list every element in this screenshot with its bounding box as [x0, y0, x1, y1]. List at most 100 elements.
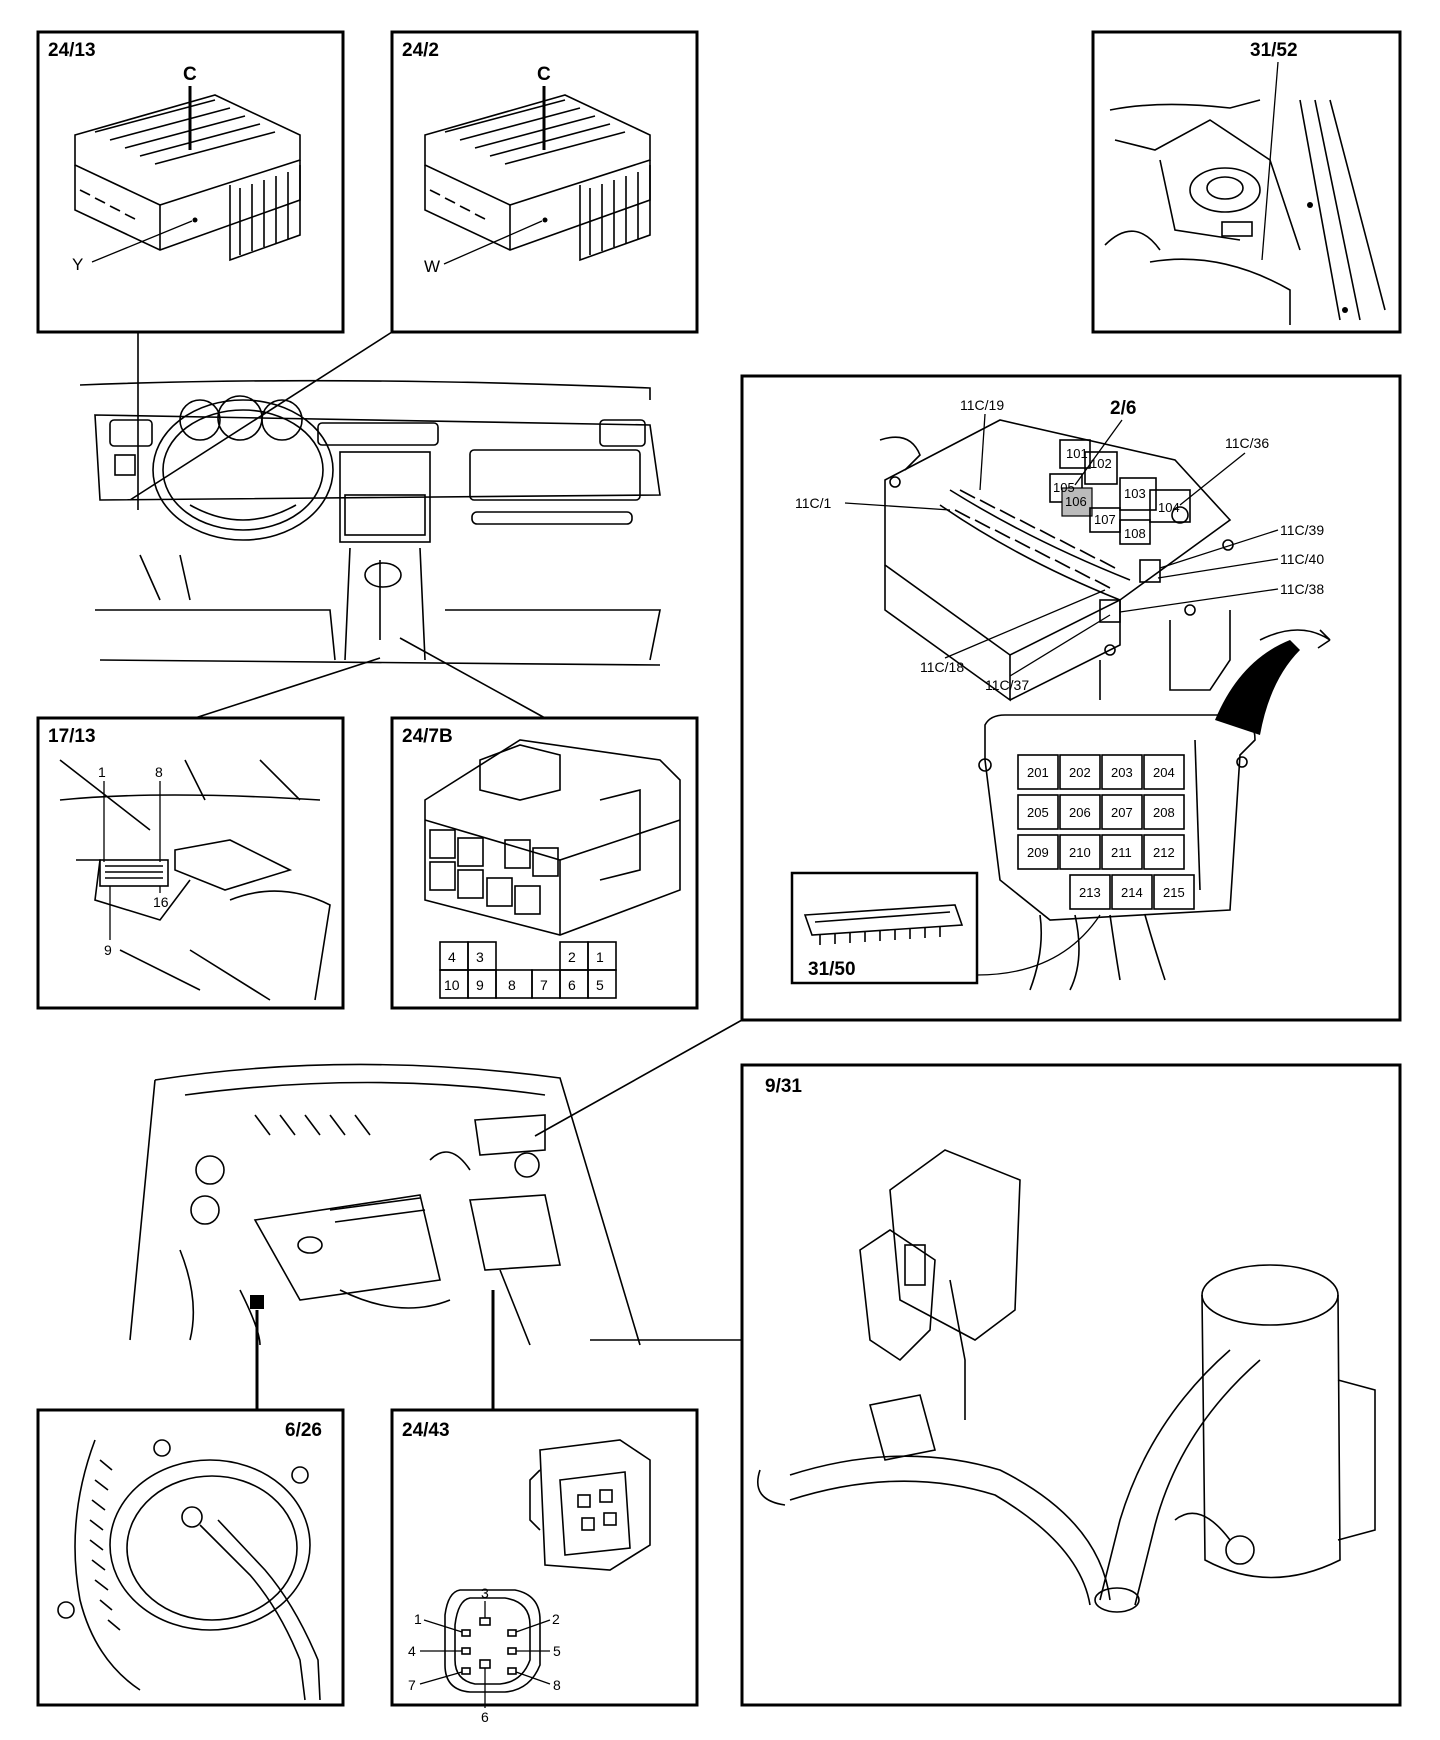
relay-108: 108: [1124, 526, 1146, 541]
panel-24-2-frame: [390, 30, 699, 334]
relay-104: 104: [1158, 500, 1180, 515]
pin-8: 8: [553, 1677, 561, 1693]
callout-11c-38: 11C/38: [1280, 581, 1324, 597]
leader-w: [443, 220, 543, 265]
label-c: C: [183, 64, 197, 85]
panel-24-7b: 24/7B 4 3: [390, 716, 699, 1010]
label-y: Y: [72, 255, 83, 274]
leader-pin-2: [515, 1619, 551, 1633]
pin-9: 9: [476, 977, 484, 993]
pin-4: 4: [408, 1643, 416, 1659]
panel-24-2: 24/2 C W: [390, 30, 699, 334]
diagnostic-socket-drawing: [59, 759, 331, 1001]
leader-pin-8: [515, 1671, 551, 1685]
relay-105: 105: [1053, 480, 1075, 495]
panel-9-31: 9/31: [740, 1063, 1402, 1707]
pin-label-8: 8: [155, 764, 163, 780]
pin-label-9: 9: [104, 942, 112, 958]
panel-24-43-title: 24/43: [402, 1420, 450, 1441]
pin-5: 5: [596, 977, 604, 993]
relay-107: 107: [1094, 512, 1116, 527]
leader-11c-1: [844, 502, 951, 511]
fuse-209: 209: [1027, 845, 1049, 860]
pin-1: 1: [596, 949, 604, 965]
fuse-213: 213: [1079, 885, 1101, 900]
fuse-box-connector-drawing: [424, 94, 651, 262]
panel-24-2-title: 24/2: [402, 40, 439, 61]
label-w: W: [424, 257, 440, 276]
pin-2: 2: [552, 1611, 560, 1627]
callout-11c-37: 11C/37: [985, 677, 1029, 693]
pin-3: 3: [481, 1585, 489, 1601]
panel-2-6: 2/6: [740, 374, 1402, 1022]
curved-arrow-icon: [1215, 640, 1300, 735]
fuse-203: 203: [1111, 765, 1133, 780]
interior-pillar-drawing: [1104, 99, 1386, 325]
leader-31-50: [976, 914, 1101, 976]
leader-24-2: [129, 331, 393, 501]
pin-label-16: 16: [153, 894, 169, 910]
panel-6-26-title: 6/26: [285, 1420, 322, 1441]
pin-5: 5: [553, 1643, 561, 1659]
pin-1: 1: [414, 1611, 422, 1627]
ten-pin-connector-drawing: [424, 739, 681, 936]
callout-11c-1: 11C/1: [795, 495, 832, 511]
fuse-box-connector-drawing: [74, 94, 301, 262]
panel-24-7b-frame: [390, 716, 699, 1010]
eight-pin-connector-drawing: [529, 1439, 651, 1571]
pin-label-1: 1: [98, 764, 106, 780]
leader-2-6-engine: [534, 1019, 743, 1137]
inset-31-50: 31/50: [790, 871, 1101, 985]
dashboard-interior-drawing: [79, 331, 661, 719]
pin-7: 7: [540, 977, 548, 993]
alternator-drawing: [57, 1439, 321, 1701]
leader-11c-19: [979, 413, 986, 491]
callout-11c-36: 11C/36: [1225, 435, 1269, 451]
panel-6-26-frame: [36, 1408, 345, 1707]
rotate-arrow: [1259, 629, 1331, 649]
sensor-bracket-hose-drawing: [757, 1149, 1376, 1613]
relay-103: 103: [1124, 486, 1146, 501]
pin-3: 3: [476, 949, 484, 965]
panel-17-13-title: 17/13: [48, 726, 96, 747]
panel-31-52: 31/52: [1091, 30, 1402, 334]
fuse-212: 212: [1153, 845, 1175, 860]
fuse-210: 210: [1069, 845, 1091, 860]
pin-7: 7: [408, 1677, 416, 1693]
panel-24-13: 24/13 C Y: [36, 30, 345, 334]
relay-101: 101: [1066, 446, 1088, 461]
panel-17-13: 17/13 1 8 9 16: [36, 716, 345, 1010]
fuse-202: 202: [1069, 765, 1091, 780]
panel-24-13-title: 24/13: [48, 40, 96, 61]
fuse-204: 204: [1153, 765, 1175, 780]
leader-17-13: [194, 657, 381, 719]
leader-pin-1: [423, 1619, 463, 1633]
pin-2: 2: [568, 949, 576, 965]
panel-6-26: 6/26: [36, 1408, 345, 1707]
fuse-206: 206: [1069, 805, 1091, 820]
leader-pin-7: [419, 1671, 463, 1685]
pin-6: 6: [568, 977, 576, 993]
leader-11c-40: [1157, 558, 1279, 579]
panel-24-7b-title: 24/7B: [402, 726, 453, 747]
fuse-207: 207: [1111, 805, 1133, 820]
label-c: C: [537, 64, 551, 85]
inset-31-50-frame: [790, 871, 979, 985]
callout-11c-18: 11C/18: [920, 659, 964, 675]
leader-11c-36: [1179, 452, 1246, 506]
fuse-211: 211: [1111, 845, 1132, 860]
relay-102: 102: [1090, 456, 1112, 471]
central-electrical-module-drawing: [879, 419, 1234, 702]
panel-9-31-title: 9/31: [765, 1076, 802, 1097]
fuse-box-underside-drawing: [978, 714, 1256, 991]
fuse-205: 205: [1027, 805, 1049, 820]
leader-11c-38: [1119, 588, 1279, 613]
engine-bay-drawing: [129, 1019, 743, 1410]
leader-11c-39: [1159, 529, 1279, 569]
fuse-215: 215: [1163, 885, 1185, 900]
panel-2-6-title: 2/6: [1110, 398, 1136, 419]
panel-9-31-frame: [740, 1063, 1402, 1707]
pin-4: 4: [448, 949, 456, 965]
pin-10: 10: [444, 977, 460, 993]
